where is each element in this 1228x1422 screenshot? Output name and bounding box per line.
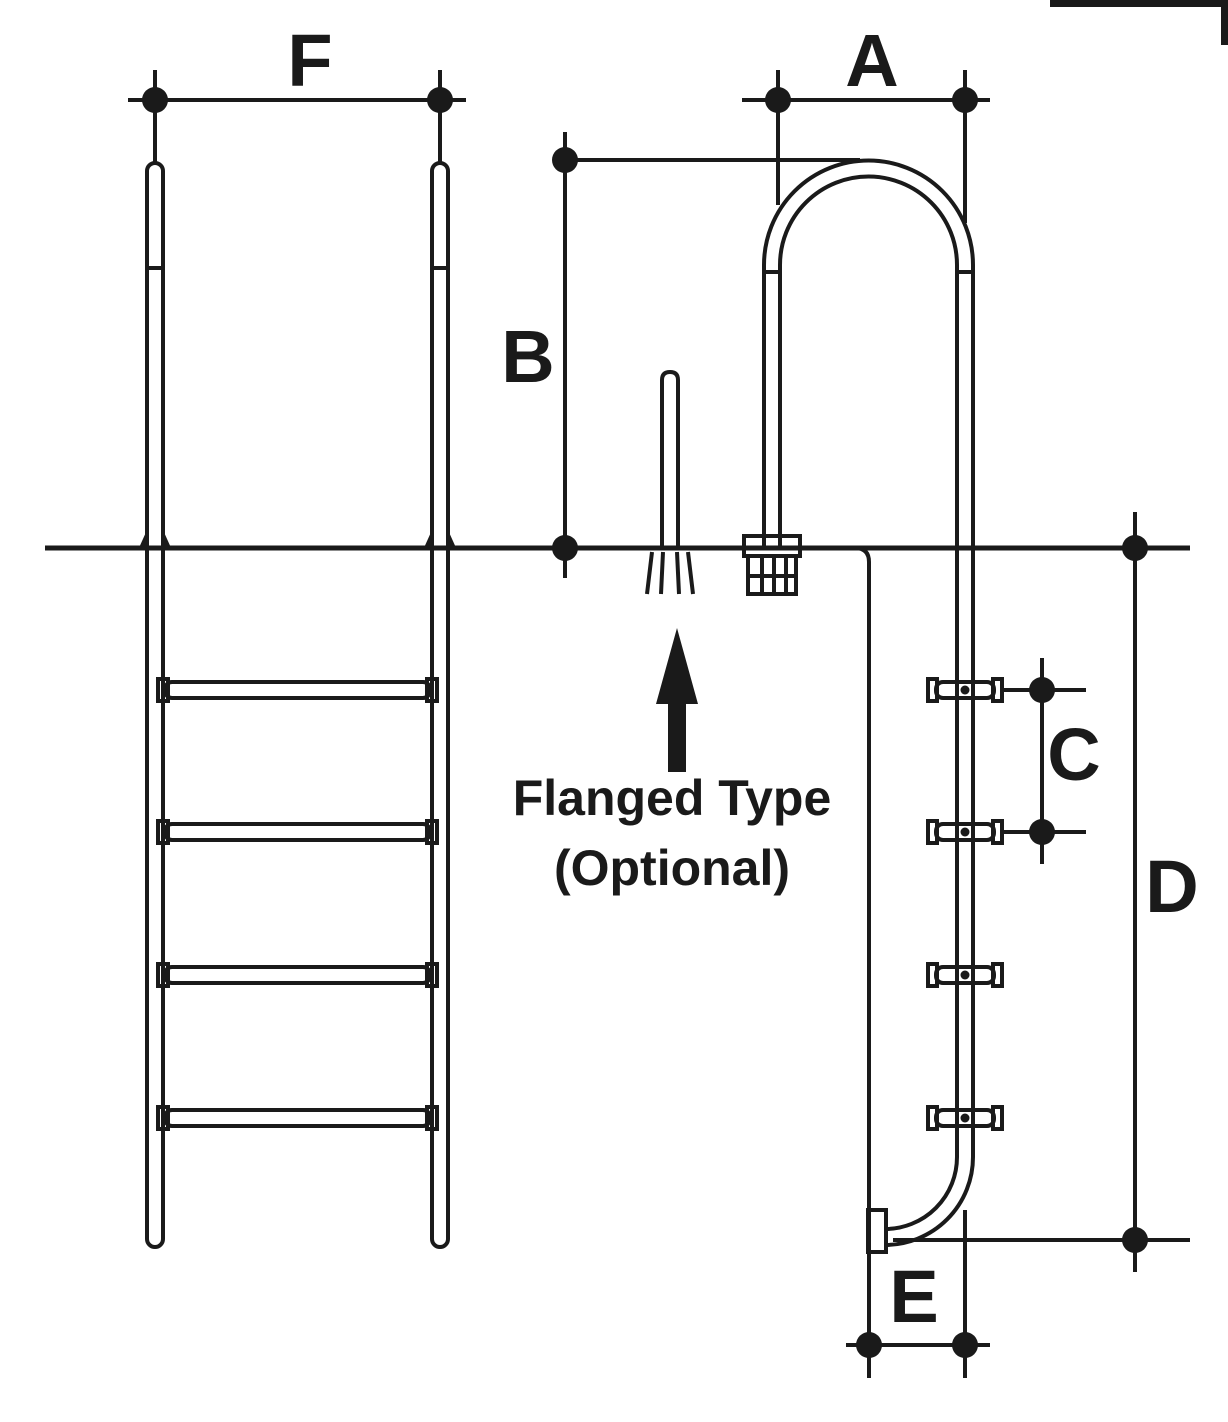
dim-dot <box>552 535 578 561</box>
dim-dot <box>1122 535 1148 561</box>
rung-bracket-left <box>156 819 170 845</box>
dim-label-C: C <box>1047 713 1100 796</box>
dim-dot <box>952 1332 978 1358</box>
rung-tube <box>163 965 432 985</box>
ladder-rung <box>156 962 439 988</box>
stub-pin <box>960 1113 970 1123</box>
dim-dot <box>952 87 978 113</box>
dim-lines-B <box>563 132 860 578</box>
stub-cap-right <box>991 677 1004 703</box>
deck-anchor-socket <box>742 534 802 596</box>
ladder-front-view <box>145 161 450 1249</box>
dim-dot <box>765 87 791 113</box>
dimension-B: B <box>501 132 860 578</box>
rung-bracket-right <box>425 677 439 703</box>
flanged-anchor-tube <box>660 369 680 550</box>
stub-pin <box>960 970 970 980</box>
stub-pin <box>960 827 970 837</box>
rung-tube <box>163 1108 432 1128</box>
rung-bracket-left <box>156 677 170 703</box>
stub-cap-left <box>926 962 939 988</box>
stub-cap-left <box>926 1105 939 1131</box>
dimension-E: E <box>846 1210 990 1378</box>
dimension-C: C <box>1002 658 1101 864</box>
ladder-side-view <box>742 158 1004 1378</box>
dim-dot <box>427 87 453 113</box>
handrail-inner-line <box>778 174 959 1231</box>
front-right-rail <box>430 161 450 1249</box>
rung-stub <box>926 1105 1004 1131</box>
flange-note-line1: Flanged Type <box>513 770 832 826</box>
handrail-outer-line <box>762 158 975 1247</box>
ladder-rung <box>156 819 439 845</box>
stub-cap-right <box>991 962 1004 988</box>
socket-grid <box>748 556 796 594</box>
stub-cap-left <box>926 819 939 845</box>
dim-dot <box>1029 677 1055 703</box>
dim-label-B: B <box>501 315 554 398</box>
dim-label-F: F <box>287 19 332 102</box>
pool-wall-line <box>854 546 871 1378</box>
dimension-A: A <box>742 19 990 223</box>
rung-stub <box>926 819 1004 845</box>
dim-dot <box>1029 819 1055 845</box>
dim-label-D: D <box>1145 845 1198 928</box>
rung-tube <box>163 822 432 842</box>
stub-cap-left <box>926 677 939 703</box>
ladder-rung <box>156 1105 439 1131</box>
flange-annotation: Flanged Type (Optional) <box>513 369 832 896</box>
rung-bracket-right <box>425 1105 439 1131</box>
dim-label-A: A <box>845 19 898 102</box>
dim-dot <box>856 1332 882 1358</box>
dim-dot <box>1122 1227 1148 1253</box>
rung-stub <box>926 677 1004 703</box>
dimension-F: F <box>128 19 466 162</box>
stub-cap-right <box>991 819 1004 845</box>
flange-note-line2: (Optional) <box>554 840 790 896</box>
rung-bracket-left <box>156 1105 170 1131</box>
deck-anchor-wedges <box>138 530 457 550</box>
flange-prongs <box>645 551 695 595</box>
ladder-rung <box>156 677 439 703</box>
dim-lines-F <box>128 70 466 162</box>
front-left-rail <box>145 161 165 1249</box>
stub-pin <box>960 685 970 695</box>
dim-label-E: E <box>889 1255 938 1338</box>
wall-foot-plate <box>866 1208 888 1254</box>
rung-bracket-right <box>425 819 439 845</box>
rung-tube <box>163 680 432 700</box>
rung-stub <box>926 962 1004 988</box>
edge-artifact <box>1050 0 1228 45</box>
rung-bracket-right <box>425 962 439 988</box>
stub-cap-right <box>991 1105 1004 1131</box>
dim-dot <box>142 87 168 113</box>
dimension-D: D <box>893 512 1199 1272</box>
up-arrow-icon <box>656 628 698 772</box>
dim-dot <box>552 147 578 173</box>
rung-bracket-left <box>156 962 170 988</box>
